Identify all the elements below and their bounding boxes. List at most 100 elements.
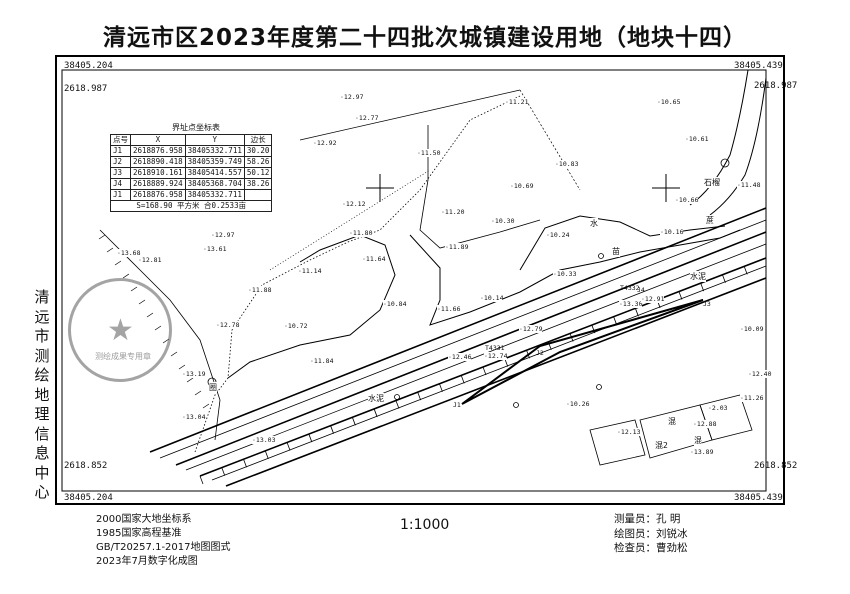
map-annotation: 混	[694, 435, 702, 446]
boundary-point-label: J2	[536, 349, 544, 357]
building-block	[589, 394, 753, 466]
elevation-point: ·11.64	[362, 255, 386, 263]
elevation-point: ·11.84	[310, 357, 334, 365]
boundary-point-label: T4331	[485, 344, 505, 352]
rail-tick	[395, 400, 400, 409]
rail-tick	[439, 383, 443, 392]
elevation-point: ·12.79	[519, 325, 543, 333]
elevation-point: ·12.78	[216, 321, 240, 329]
point-y: 38405414.557	[184, 167, 245, 179]
elevation-point: ·2.03	[708, 404, 728, 412]
elevation-point: ·12.74	[484, 352, 508, 360]
seal-star-icon: ★	[107, 313, 134, 348]
rail-tick	[243, 459, 247, 468]
rail-tick	[482, 366, 487, 376]
coord-table: 点号 X Y 边长 J1 2618876.958 38405332.711 30…	[109, 134, 273, 212]
elevation-point: ·13.89	[690, 448, 714, 456]
rail-tick	[635, 308, 639, 317]
corner-bottom-right-x: 38405.439	[734, 493, 783, 503]
water-area	[519, 215, 726, 271]
rail-tick	[613, 316, 617, 325]
point-id: J1	[110, 145, 131, 157]
map-annotation: 石榴	[704, 177, 720, 188]
elevation-point: ·10.09	[740, 325, 764, 333]
elevation-point: ·13.68	[117, 249, 141, 257]
rail-tick	[373, 408, 378, 418]
height-datum: 1985国家高程基准	[96, 528, 182, 539]
corner-top-left-x: 38405.204	[64, 61, 113, 71]
map-title: 清远市区2023年度第二十四批次城镇建设用地（地块十四）	[102, 25, 747, 51]
map-annotation: 混2	[655, 440, 668, 451]
corner-bottom-left-x: 38405.204	[64, 493, 113, 503]
elevation-point: ·11.88	[248, 286, 272, 294]
elevation-point: ·12.88	[693, 420, 717, 428]
elevation-point: ·12.40	[748, 370, 772, 378]
slope-hatch-mark	[194, 390, 202, 396]
elevation-point: ·12.46	[448, 353, 472, 361]
elevation-point: ·11.66	[437, 305, 461, 313]
seal-text: 测绘成果专用章	[95, 352, 151, 361]
elevation-point: ·10.33	[553, 270, 577, 278]
slope-hatch-mark	[178, 364, 186, 370]
point-y: 38405359.749	[184, 156, 245, 168]
elevation-point: ·12.12	[342, 200, 366, 208]
elevation-point: ·11.50	[417, 149, 441, 157]
road-band	[149, 207, 767, 487]
elevation-point: ·10.26	[566, 400, 590, 408]
point-x: 2618876.958	[130, 189, 186, 201]
staff-role: 测量员：	[614, 513, 656, 525]
edge-length: 30.20	[243, 145, 273, 157]
edge-length: 38.26	[243, 178, 273, 190]
inner-frame	[61, 69, 767, 492]
elevation-point: ·12.91	[641, 295, 665, 303]
corner-top-right-x: 38405.439	[734, 61, 783, 71]
elevation-point: ·11.14	[298, 267, 322, 275]
elevation-point: ·13.03	[252, 436, 276, 444]
rail-tick	[591, 324, 596, 334]
map-annotation: 水泥	[690, 271, 706, 282]
elevation-point: ·10.30	[491, 217, 515, 225]
slope-hatch-mark	[122, 273, 130, 279]
slope-line	[99, 229, 221, 441]
table-row: J3 2618910.161 38405414.557 50.12	[110, 167, 273, 179]
river-bank	[709, 77, 767, 216]
rail-tick	[308, 433, 313, 443]
point-id: J3	[110, 167, 131, 179]
staff-list: 测量员：孔 明 绘图员：刘锐冰 检查员：曹劲松	[614, 512, 688, 556]
slope-hatch-mark	[202, 403, 210, 409]
coord-header-x: X	[130, 134, 186, 146]
elevation-point: ·12.92	[313, 139, 337, 147]
river-bank	[689, 69, 749, 206]
boundary-point-label: J1	[453, 401, 461, 409]
rail-tick	[286, 442, 291, 451]
elevation-point: ·10.14	[480, 294, 504, 302]
map-annotation: 水泥	[368, 393, 384, 404]
staff-name: 刘锐冰	[656, 527, 688, 540]
coord-header-id: 点号	[110, 134, 131, 146]
rail-tick	[722, 274, 726, 283]
slope-hatch-mark	[114, 260, 122, 266]
point-x: 2618910.161	[130, 167, 186, 179]
coordinate-system: 2000国家大地坐标系	[96, 514, 192, 525]
rail-tick	[221, 467, 226, 476]
table-row: J4 2618889.924 38405368.704 38.26	[110, 178, 273, 190]
table-row: J2 2618890.418 38405359.749 58.26	[110, 156, 273, 168]
elevation-point: ·10.24	[546, 231, 570, 239]
corner-top-right-y: 2618.987	[754, 81, 798, 91]
survey-date: 2023年7月数字化成图	[96, 556, 198, 567]
elevation-point: ·13.04	[182, 413, 206, 421]
point-id: J4	[110, 178, 131, 190]
boundary-point-label: T4332	[620, 284, 640, 292]
contour-line	[519, 89, 581, 191]
elevation-point: ·12.97	[211, 231, 235, 239]
map-metadata: 2000国家大地坐标系 1985国家高程基准 GB/T20257.1-2017地…	[96, 513, 231, 569]
rail-tick	[264, 450, 269, 459]
point-x: 2618876.958	[130, 145, 186, 157]
coord-table-title: 界址点坐标表	[172, 123, 220, 132]
elevation-point: ·12.81	[138, 256, 162, 264]
elevation-point: ·13.61	[203, 245, 227, 253]
staff-role: 绘图员：	[614, 527, 656, 540]
slope-hatch-mark	[170, 351, 178, 357]
